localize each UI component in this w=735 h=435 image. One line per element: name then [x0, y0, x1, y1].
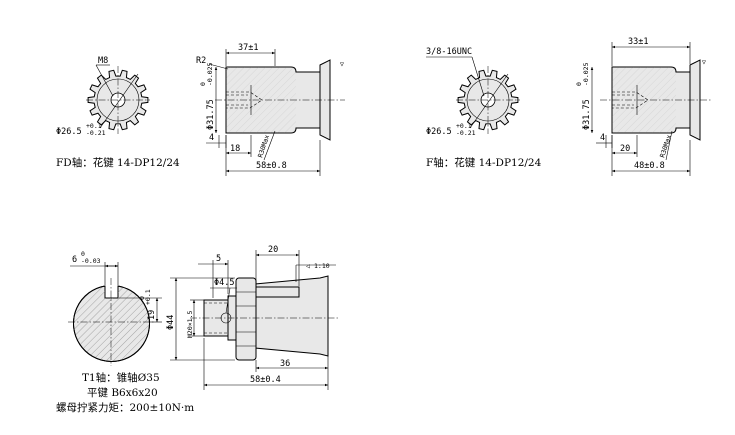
t1-dia-44: Φ44	[166, 315, 176, 330]
fd-shaft-dia-tol-upper: 0	[199, 82, 207, 86]
fd-side-view: 37±1 R2 Φ31.75 0 -0.025 4 18 R30Max 58±0…	[196, 43, 345, 176]
fd-caption: FD轴：花键 14-DP12/24	[56, 156, 180, 169]
t1-key-depth: 19	[147, 310, 157, 320]
fd-outer-dia-tol-lower: -0.21	[86, 129, 106, 137]
f-length-top: 33±1	[628, 37, 648, 47]
fd-surface-mark: ▽	[340, 60, 344, 68]
t1-key-width: 6	[72, 255, 77, 265]
fd-thread-label: M8	[98, 56, 108, 66]
f-outer-dia-tol-upper: +0.1	[456, 122, 472, 130]
f-dim-4: 4	[600, 133, 605, 143]
t1-caption-2: 平键 B6x6x20	[87, 386, 158, 399]
f-shaft-dia-tol-lower: -0.025	[582, 62, 590, 86]
t1-dia-45: Φ4.5	[214, 278, 234, 288]
f-outer-dia-label: Φ26.5	[426, 127, 452, 137]
t1-key-depth-tol-lower: 0	[138, 296, 146, 300]
f-thread-label: 3/8-16UNC	[426, 47, 472, 57]
f-dim-20: 20	[620, 144, 630, 154]
fd-length-top: 37±1	[238, 43, 258, 53]
f-shaft-dia: Φ31.75	[582, 99, 592, 130]
f-spline-end-view: 3/8-16UNC Φ26.5 +0.1 -0.21	[426, 47, 520, 137]
t1-dim-5: 5	[216, 254, 221, 264]
fd-shaft-dia: Φ31.75	[206, 99, 216, 130]
fd-outer-dia-label: Φ26.5	[56, 127, 82, 137]
f-caption: F轴：花键 14-DP12/24	[426, 156, 542, 169]
t1-length-total: 58±0.4	[250, 375, 281, 385]
fd-dim-18: 18	[230, 144, 240, 154]
f-shaft-dia-tol-upper: 0	[575, 82, 583, 86]
t1-key-width-tol-upper: 0	[81, 250, 85, 258]
t1-taper: 1:10	[314, 262, 330, 270]
f-outer-dia-tol-lower: -0.21	[456, 129, 476, 137]
f-side-view: 33±1 Φ31.75 0 -0.025 4 20 R30Max 48±0.8 …	[575, 37, 712, 176]
t1-caption-3: 螺母拧紧力矩：200±10N·m	[56, 401, 194, 414]
t1-caption-1: T1轴：锥轴Ø35	[82, 371, 160, 384]
t1-dim-36: 36	[280, 359, 290, 369]
f-length-total: 48±0.8	[634, 161, 665, 171]
t1-key-width-tol-lower: -0.03	[81, 257, 101, 265]
fd-radius: R2	[196, 56, 206, 66]
t1-dim-20: 20	[268, 245, 278, 255]
f-surface-mark: ▽	[702, 58, 706, 66]
t1-side-view: 5 20 ◁ 1:10 Φ4.5 Φ44 M20×1.5 36 58±0.4	[166, 245, 340, 390]
fd-shaft-dia-tol-lower: -0.025	[206, 62, 214, 86]
t1-key-depth-tol-upper: +0.1	[144, 289, 152, 305]
fd-outer-dia-tol-upper: +0.1	[86, 122, 102, 130]
t1-taper-mark: ◁	[306, 262, 310, 270]
t1-keyway-section: 6 0 -0.03 19 +0.1 0	[68, 250, 162, 366]
fd-dim-4: 4	[209, 133, 214, 143]
fd-length-total: 58±0.8	[256, 161, 287, 171]
fd-spline-end-view: M8 Φ26.5 +0.1 -0.21	[56, 56, 150, 137]
t1-thread: M20×1.5	[186, 311, 194, 338]
